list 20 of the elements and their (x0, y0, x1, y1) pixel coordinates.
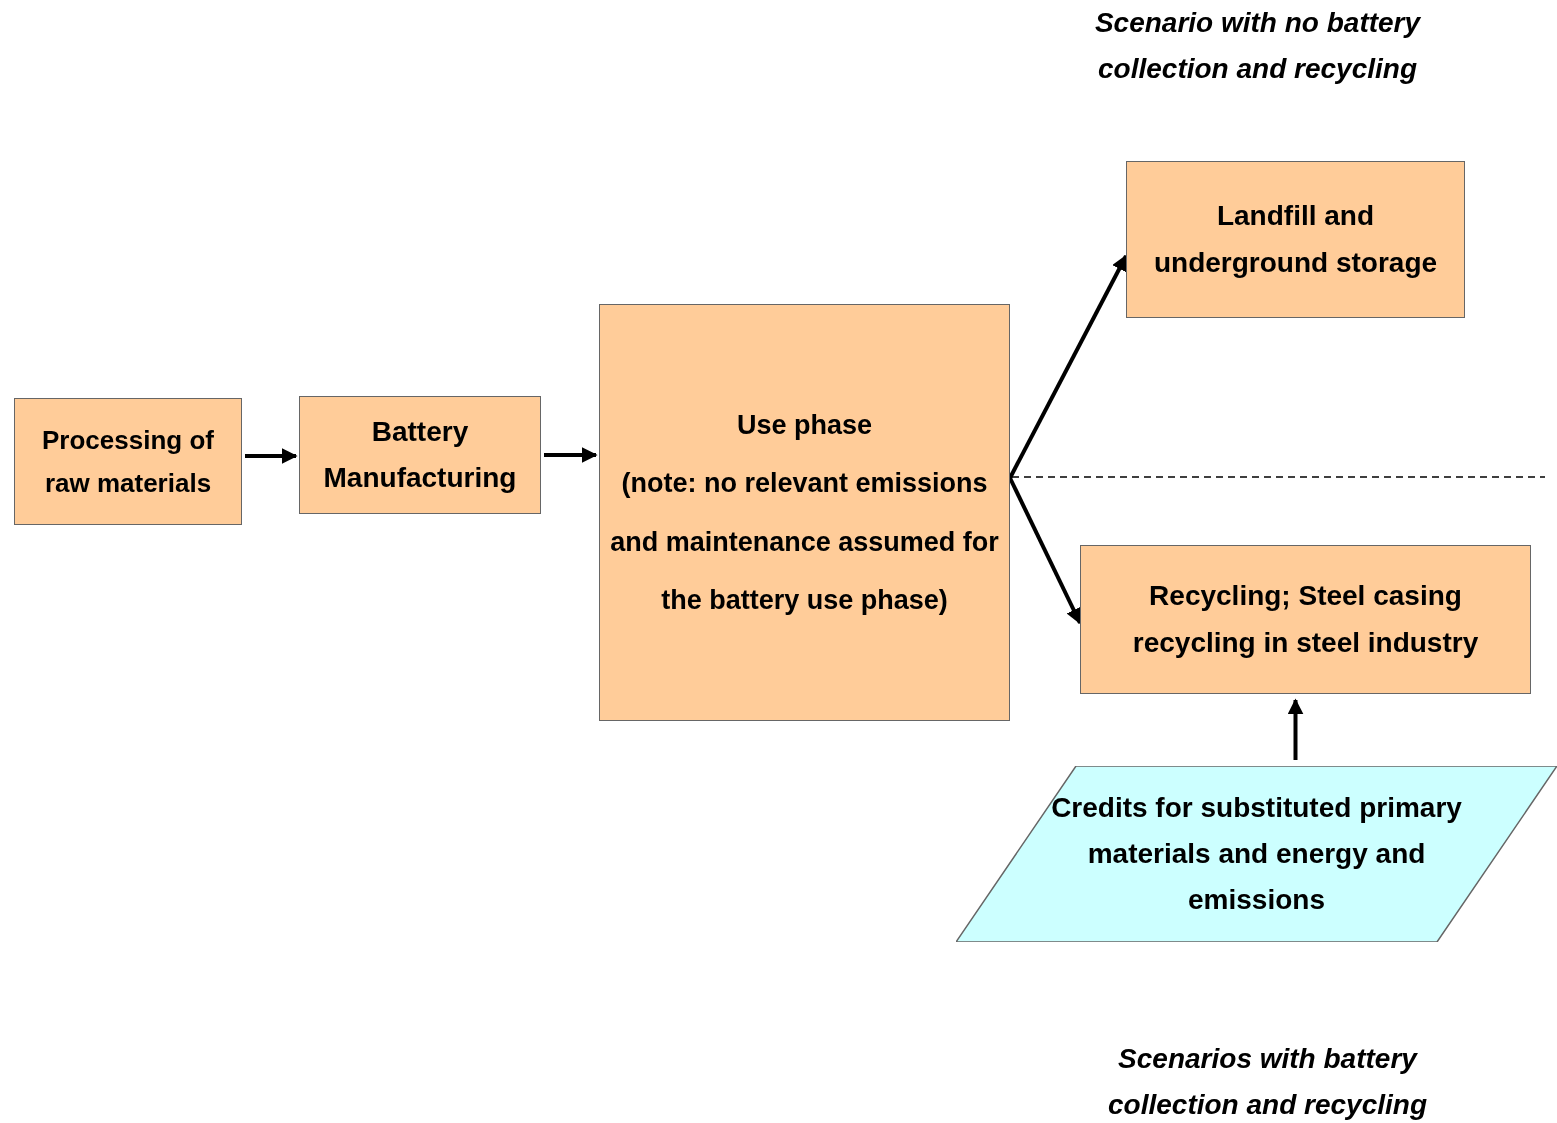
node-text: Use phase (735, 409, 874, 443)
process-box (1126, 161, 1465, 318)
arrow (544, 447, 598, 463)
node-text: Recycling; Steel casing recycling in steel industry (1131, 579, 1480, 660)
process-box (1080, 545, 1531, 694)
node-text: Credits for substituted primary materials and energy and emissions (1050, 790, 1463, 918)
process-box (299, 396, 541, 514)
node-text: Battery Manufacturing (322, 414, 518, 495)
input-parallelogram (956, 766, 1557, 942)
process-box (14, 398, 242, 525)
arrow (1287, 698, 1304, 760)
node-text: (note: no relevant emissions and maintenance assumed for the battery use phase) (609, 467, 1000, 617)
node-text: Processing of raw materials (41, 423, 215, 500)
scenario-note: Scenario with no battery collection and recycling (1093, 6, 1422, 87)
arrow (245, 448, 298, 464)
arrow (1008, 254, 1128, 479)
arrow (1008, 477, 1082, 625)
process-box (599, 304, 1010, 721)
node-text: Landfill and underground storage (1152, 199, 1439, 280)
scenario-note: Scenarios with battery collection and recycling (1107, 1042, 1428, 1123)
